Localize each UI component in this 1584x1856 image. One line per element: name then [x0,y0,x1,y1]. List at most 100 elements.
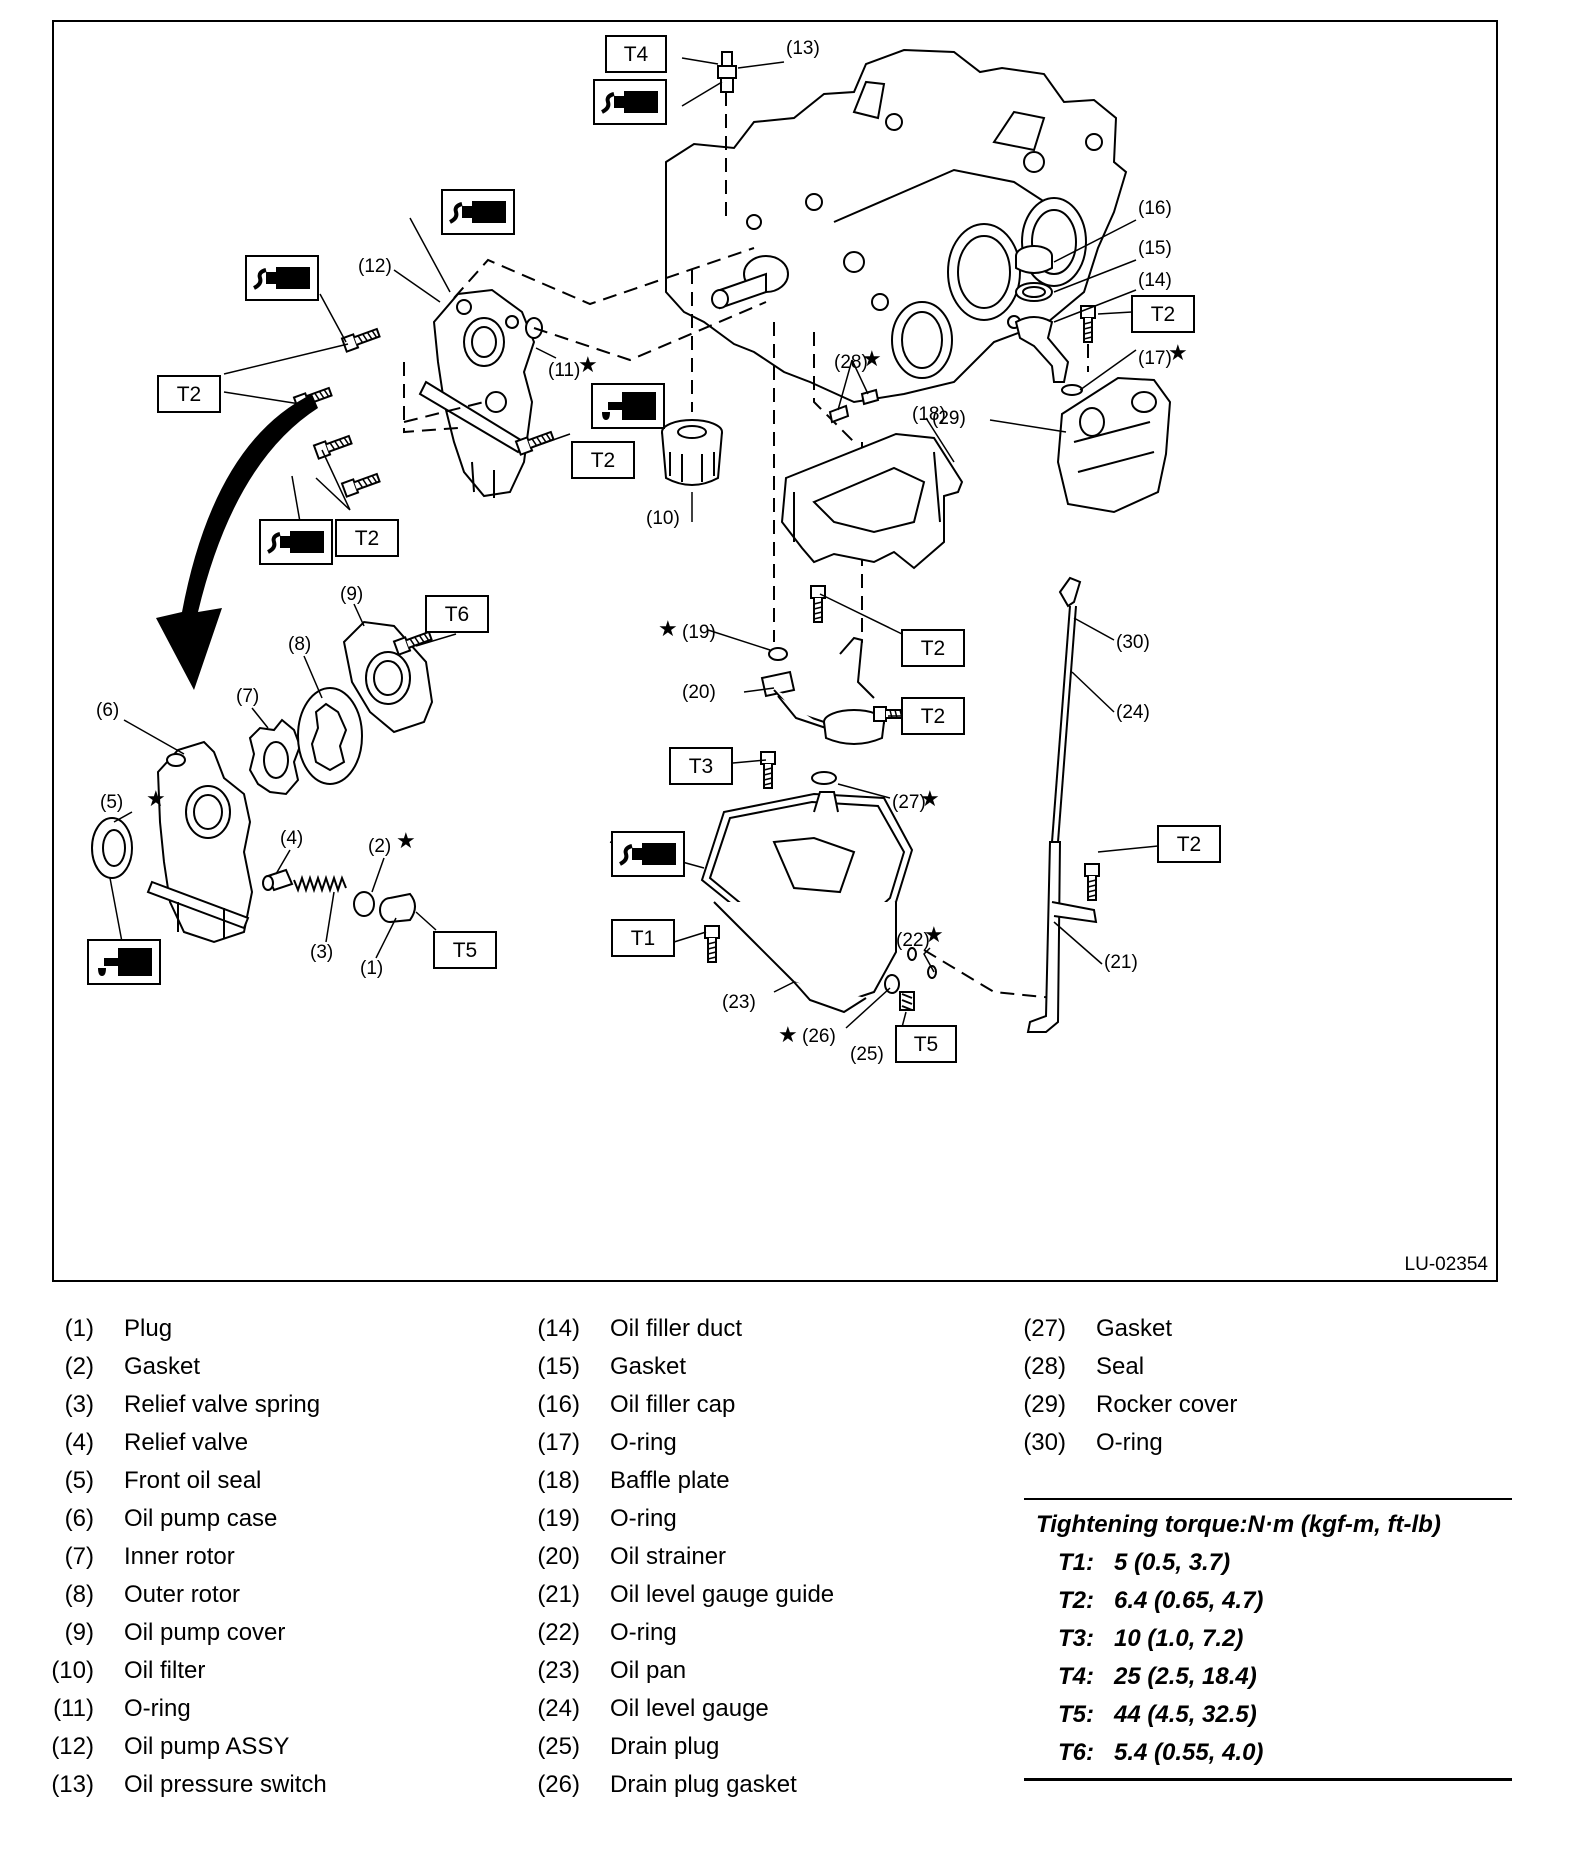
legend-item: (2)Gasket [64,1353,201,1380]
oil-strainer [760,636,885,745]
oil-can-icon [591,383,665,429]
oil-pump-assy [418,288,536,498]
sealant-icon [258,518,334,566]
baffle-bolt [810,585,826,623]
callout-21: (21) [1104,952,1138,973]
disassembly-arrow [156,394,318,690]
legend-item: (3)Relief valve spring [64,1391,321,1418]
callout-4: (4) [280,828,303,849]
legend-item: (20)Oil strainer [537,1543,727,1570]
oil-filter [661,419,723,486]
callout-15: (15) [1138,238,1172,259]
callout-23: (23) [722,992,756,1013]
legend-item: (8)Outer rotor [64,1581,241,1608]
legend-item: (21)Oil level gauge guide [537,1581,835,1608]
torque-row: T5:44 (4.5, 32.5) [1058,1701,1257,1728]
sealant-icon [244,254,320,302]
oil-pump-case [146,740,254,944]
callout-19: (19) [682,622,716,643]
legend-item: (15)Gasket [537,1353,687,1380]
oil-pan [700,791,914,1014]
torque-table: Tightening torque:N·m (kgf-m, ft-lb) T1:… [1024,1498,1512,1781]
callout-1: (1) [360,958,383,979]
legend-item: (27)Gasket [1023,1315,1173,1342]
gauge-guide-bolt [1084,863,1100,901]
callout-14: (14) [1138,270,1172,291]
callout-17: (17) [1138,348,1172,369]
legend-item: (29)Rocker cover [1023,1391,1238,1418]
legend-item: (11)O-ring [53,1695,191,1722]
legend-item: (12)Oil pump ASSY [51,1733,290,1760]
strainer-bolt-t3 [760,751,776,789]
star-icon: ★ [658,617,678,642]
oil-level-gauge-guide [1026,841,1098,1033]
callout-3: (3) [310,942,333,963]
callout-12: (12) [358,256,392,277]
legend-item: (16)Oil filler cap [537,1391,736,1418]
legend-item: (25)Drain plug [537,1733,720,1760]
drain-plug [899,991,915,1011]
tag-t5: T5 [914,1033,939,1056]
figure-code: LU-02354 [1405,1254,1489,1275]
inner-rotor [248,718,302,796]
legend-item: (5)Front oil seal [64,1467,262,1494]
callout-27: (27) [892,792,926,813]
star-icon: ★ [146,787,166,812]
oil-level-gauge [1051,576,1082,843]
star-icon: ★ [920,787,940,812]
legend-item: (23)Oil pan [537,1657,687,1684]
callout-6: (6) [96,700,119,721]
callout-2: (2) [368,836,391,857]
callout-20: (20) [682,682,716,703]
outer-rotor [297,687,363,785]
legend-item: (28)Seal [1023,1353,1145,1380]
torque-row: T4:25 (2.5, 18.4) [1058,1663,1257,1690]
gasket-27-shape [811,771,837,785]
sealant-icon [440,188,516,236]
star-icon: ★ [862,347,882,372]
o-ring-19-shape [768,647,788,661]
tag-t5: T5 [453,939,478,962]
callout-30: (30) [1116,632,1150,653]
tag-t2: T2 [921,637,946,660]
callout-24: (24) [1116,702,1150,723]
legend-item: (1)Plug [64,1315,173,1342]
tag-t2: T2 [177,383,202,406]
legend-item: (24)Oil level gauge [537,1695,769,1722]
callout-22: (22) [896,930,930,951]
callout-7: (7) [236,686,259,707]
legend-item: (7)Inner rotor [64,1543,235,1570]
legend-item: (17)O-ring [537,1429,677,1456]
callout-25: (25) [850,1044,884,1065]
callout-10: (10) [646,508,680,529]
sealant-icon [592,78,668,126]
star-icon: ★ [578,353,598,378]
rocker-cover [1056,376,1172,514]
tag-t2: T2 [1151,303,1176,326]
legend-item: (13)Oil pressure switch [51,1771,327,1798]
callout-28: (28) [834,352,868,373]
legend-item: (10)Oil filter [51,1657,206,1684]
callout-8: (8) [288,634,311,655]
o-rings-22 [907,947,937,979]
legend-item: (9)Oil pump cover [64,1619,286,1646]
legend-item: (26)Drain plug gasket [537,1771,797,1798]
star-icon: ★ [1168,341,1188,366]
tag-t2: T2 [591,449,616,472]
oil-can-icon [87,939,161,985]
star-icon: ★ [396,829,416,854]
torque-title: Tightening torque:N·m (kgf-m, ft-lb) [1036,1511,1441,1538]
legend-item: (30)O-ring [1023,1429,1163,1456]
star-icon: ★ [778,1023,798,1048]
callout-18: (18) [912,404,946,425]
torque-tags [157,35,1221,1063]
callout-26: (26) [802,1026,836,1047]
relief-valve-spring [293,874,347,894]
legend-item: (6)Oil pump case [64,1505,278,1532]
legend-item: (4)Relief valve [64,1429,249,1456]
legend-item: (14)Oil filler duct [537,1315,743,1342]
front-oil-seal [91,817,133,879]
tag-t3: T3 [689,755,714,778]
oil-pressure-switch [717,51,737,93]
star-marks: ★ ★ ★ ★ ★ ★ ★ ★ ★ [146,341,1188,1048]
